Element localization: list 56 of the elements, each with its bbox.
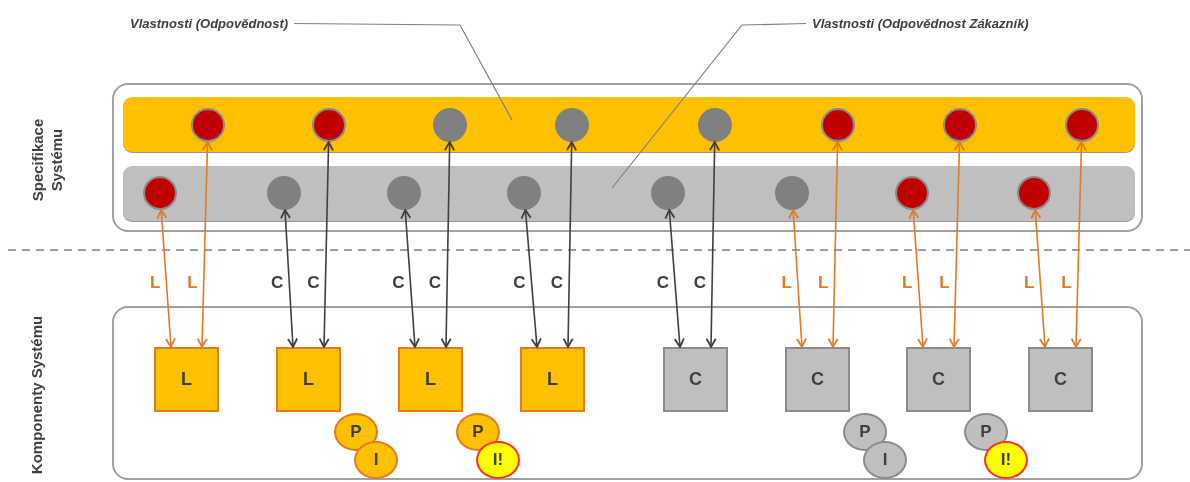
double-arrow: [908, 209, 928, 348]
property-dot: [775, 176, 809, 210]
double-arrow: [156, 209, 176, 348]
component-badge: I: [863, 441, 907, 479]
component-badge: P: [964, 413, 1008, 451]
component-box: C: [663, 347, 728, 412]
component-box: C: [1028, 347, 1093, 412]
property-dot: [191, 108, 225, 142]
property-dot: [651, 176, 685, 210]
property-dot: [1065, 108, 1099, 142]
double-arrow: [318, 141, 334, 348]
double-arrow: [280, 209, 298, 348]
property-dot: [433, 108, 467, 142]
property-dot: [1017, 176, 1051, 210]
component-badge: I!: [476, 441, 520, 479]
panel-heading: Komponenty Systému: [27, 314, 46, 477]
property-dot: [698, 108, 732, 142]
callout-text: Vlastnosti (Odpovědnost): [130, 16, 289, 31]
double-arrow: [827, 141, 843, 348]
double-arrow: [562, 141, 578, 348]
property-dot: [312, 108, 346, 142]
double-arrow: [948, 141, 965, 348]
component-badge: P: [334, 413, 378, 451]
property-dot: [267, 176, 301, 210]
component-box: L: [154, 347, 219, 412]
property-dot: [143, 176, 177, 210]
double-arrow: [1030, 209, 1050, 348]
component-badge: I: [354, 441, 398, 479]
panel-heading: Specifikace Systému: [27, 117, 66, 203]
double-arrow: [788, 209, 807, 348]
property-dot: [821, 108, 855, 142]
property-dot: [895, 176, 929, 210]
component-box: L: [520, 347, 585, 412]
double-arrow: [705, 141, 721, 348]
component-badge: I!: [984, 441, 1028, 479]
component-box: C: [906, 347, 971, 412]
double-arrow: [520, 209, 542, 348]
property-dot: [507, 176, 541, 210]
component-box: C: [785, 347, 850, 412]
component-badge: P: [843, 413, 887, 451]
double-arrow: [440, 141, 456, 348]
component-badge: P: [456, 413, 500, 451]
component-box: L: [276, 347, 341, 412]
property-band: [123, 97, 1135, 152]
property-dot: [943, 108, 977, 142]
double-arrow: [196, 141, 213, 348]
leader-line: [293, 22, 513, 121]
property-band: [123, 166, 1135, 221]
component-box: L: [398, 347, 463, 412]
callout-text: Vlastnosti (Odpovědnost Zákazník): [812, 16, 1029, 31]
property-dot: [555, 108, 589, 142]
double-arrow: [664, 209, 685, 348]
property-dot: [387, 176, 421, 210]
double-arrow: [400, 209, 420, 348]
double-arrow: [1070, 141, 1087, 348]
leader-line: [611, 22, 807, 189]
